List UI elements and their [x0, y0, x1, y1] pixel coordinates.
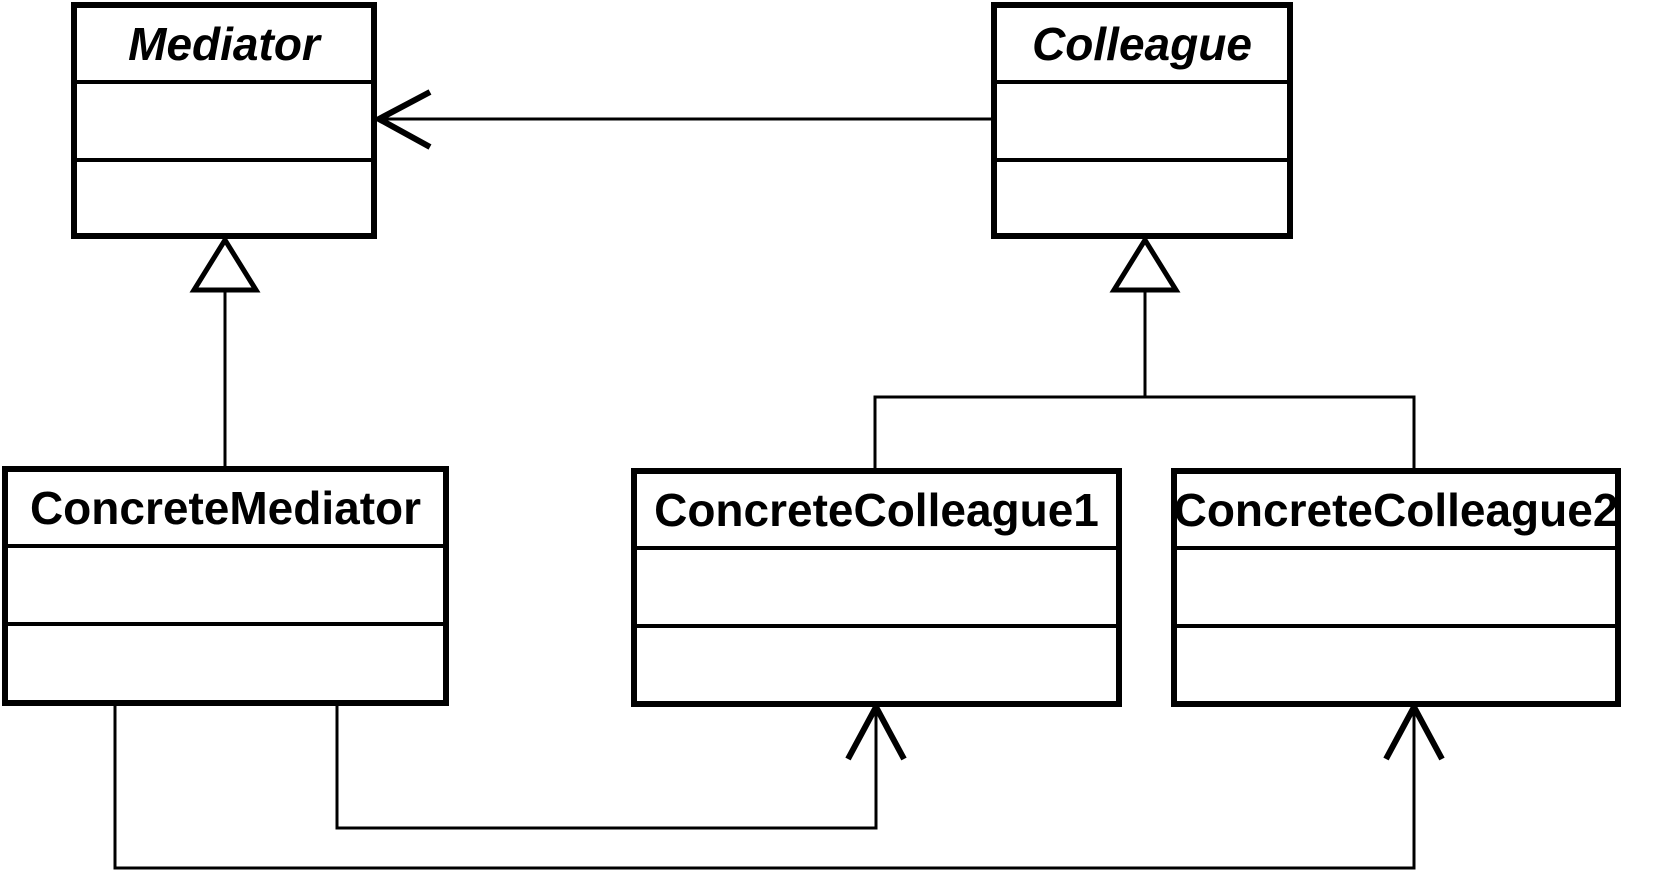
attributes-compartment [997, 80, 1287, 158]
operations-compartment [77, 158, 371, 233]
class-name-colleague: Colleague [1032, 18, 1252, 70]
open-arrowhead-icon [1383, 700, 1445, 761]
operations-compartment [997, 158, 1287, 233]
operations-compartment [8, 622, 443, 700]
class-box-concrete-colleague1: ConcreteColleague1 [631, 468, 1122, 707]
class-box-colleague: Colleague [991, 2, 1293, 239]
attributes-compartment [77, 80, 371, 158]
attributes-compartment [637, 546, 1116, 624]
attributes-compartment [1177, 546, 1615, 624]
operations-compartment [1177, 624, 1615, 701]
hollow-triangle-icon [1109, 235, 1181, 293]
class-box-concrete-mediator: ConcreteMediator [2, 466, 449, 706]
open-arrowhead-icon [372, 89, 432, 150]
operations-compartment [637, 624, 1116, 701]
class-box-mediator: Mediator [71, 2, 377, 239]
generalization-colleague-branch-line [873, 395, 1416, 470]
association-concretemediator-to-colleague2-line [113, 700, 1416, 870]
association-concretemediator-to-colleague1-line [335, 700, 878, 830]
class-box-concrete-colleague2: ConcreteColleague2 [1171, 468, 1621, 707]
open-arrowhead-icon [845, 700, 907, 761]
class-name-concrete-mediator: ConcreteMediator [29, 482, 422, 534]
attributes-compartment [8, 544, 443, 622]
class-name-concrete-colleague2: ConcreteColleague2 [1177, 484, 1615, 536]
class-name-mediator: Mediator [128, 18, 320, 70]
class-name-concrete-colleague1: ConcreteColleague1 [654, 484, 1099, 536]
hollow-triangle-icon [189, 235, 261, 293]
